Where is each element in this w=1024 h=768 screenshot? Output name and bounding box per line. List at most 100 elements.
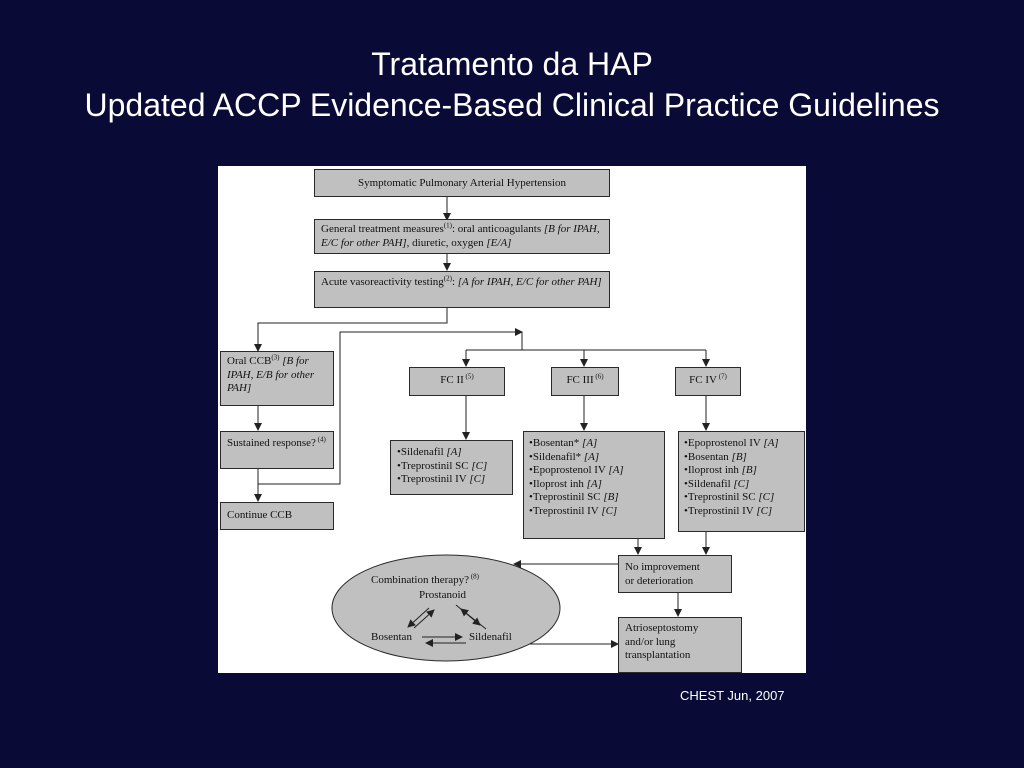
drug-grade: [B] — [741, 464, 757, 476]
drug-grade: [A] — [586, 477, 602, 490]
drug-item: •Sildenafil [A] — [397, 446, 506, 460]
arrow-sildenafil-prostanoid — [460, 608, 487, 630]
fc2-footnote: (5) — [463, 372, 474, 381]
fc2-drugs-box: •Sildenafil [A] •Treprostinil SC [C] •Tr… — [390, 440, 513, 495]
combination-footnote: (8) — [469, 572, 479, 581]
combination-ellipse — [331, 554, 561, 662]
drug-name: •Iloprost inh — [529, 477, 587, 490]
drug-item: •Sildenafil* [A] — [529, 451, 658, 465]
drug-name: •Bosentan* — [529, 437, 583, 449]
general-footnote: (1) — [443, 221, 452, 230]
source-citation: CHEST Jun, 2007 — [680, 688, 785, 703]
drug-name: •Sildenafil* — [529, 450, 584, 463]
oral-ccb-box: Oral CCB(3) [B for IPAH, E/B for other P… — [220, 351, 334, 406]
start-box: Symptomatic Pulmonary Arterial Hypertens… — [314, 169, 610, 197]
continue-ccb-label: Continue CCB — [227, 509, 293, 521]
drug-item: •Iloprost inh [A] — [529, 478, 658, 492]
acute-after: : — [451, 276, 458, 288]
drug-grade: [A] — [763, 437, 779, 449]
fc3-footnote: (6) — [593, 372, 604, 381]
drug-grade: [C] — [469, 473, 486, 485]
acute-label: Acute vasoreactivity testing — [321, 276, 444, 288]
arrow-prostanoid-bosentan — [407, 607, 430, 628]
fc3-box: FC III (6) — [551, 367, 619, 396]
general-mid: , diuretic, oxygen — [406, 236, 487, 249]
drug-grade: [A] — [582, 437, 598, 449]
arrow-acute-ccb — [254, 307, 448, 352]
no-improvement-box: No improvement or deterioration — [618, 555, 732, 593]
drug-grade: [C] — [756, 504, 773, 517]
drug-item: •Epoprostenol IV [A] — [529, 464, 658, 478]
title-line-2: Updated ACCP Evidence-Based Clinical Pra… — [84, 87, 940, 123]
sustained-footnote: (4) — [315, 435, 326, 444]
sildenafil-label: Sildenafil — [469, 631, 512, 643]
atrio-line-2: and/or lung — [625, 635, 676, 648]
acute-footnote: (2) — [443, 274, 452, 283]
oral-ccb-label: Oral CCB — [227, 355, 272, 367]
title-line-1: Tratamento da HAP — [371, 46, 653, 82]
drug-item: •Bosentan* [A] — [529, 437, 658, 451]
fc2-label: FC II — [440, 374, 464, 386]
drug-item: •Bosentan [B] — [684, 451, 798, 465]
drug-name: •Treprostinil SC — [397, 459, 472, 472]
drug-item: •Epoprostenol IV [A] — [684, 437, 798, 451]
flowchart-connectors — [254, 196, 710, 662]
atrioseptostomy-box: Atrioseptostomy and/or lung transplantat… — [618, 617, 742, 673]
fc3-label: FC III — [566, 374, 594, 386]
drug-item: •Treprostinil IV [C] — [529, 505, 658, 519]
drug-grade: [A] — [446, 446, 462, 458]
continue-ccb-box: Continue CCB — [220, 502, 334, 530]
no-improvement-line-1: No improvement — [625, 561, 700, 573]
drug-item: •Iloprost inh [B] — [684, 464, 798, 478]
atrio-line-3: transplantation — [625, 649, 691, 661]
drug-name: •Treprostinil IV — [397, 473, 470, 485]
drug-name: •Bosentan — [684, 450, 732, 463]
combination-title: Combination therapy? (8) — [371, 572, 479, 586]
drug-name: •Sildenafil — [684, 477, 734, 490]
treatment-flowchart: Symptomatic Pulmonary Arterial Hypertens… — [218, 166, 806, 673]
drug-grade: [C] — [601, 504, 618, 517]
drug-item: •Treprostinil IV [C] — [397, 473, 506, 487]
fc4-drugs-box: •Epoprostenol IV [A] •Bosentan [B] •Ilop… — [678, 431, 805, 532]
drug-grade: [A] — [583, 450, 600, 463]
drug-item: •Sildenafil [C] — [684, 478, 798, 492]
fc4-label: FC IV — [689, 374, 717, 386]
oral-ccb-footnote: (3) — [271, 353, 280, 362]
sustained-label: Sustained response? — [227, 437, 316, 449]
fc2-box: FC II (5) — [409, 367, 505, 396]
drug-name: •Treprostinil IV — [529, 504, 602, 517]
drug-name: •Sildenafil — [397, 446, 447, 458]
slide-title: Tratamento da HAP Updated ACCP Evidence-… — [0, 44, 1024, 126]
general-after: : oral anticoagulants — [451, 223, 544, 235]
atrio-line-1: Atrioseptostomy — [625, 622, 699, 634]
drug-grade: [B] — [603, 491, 619, 503]
drug-name: •Treprostinil SC — [684, 491, 759, 503]
drug-grade: [C] — [733, 477, 750, 490]
arrow-no-response-loop — [258, 328, 523, 485]
drug-name: •Treprostinil IV — [684, 504, 757, 517]
fc3-drugs-box: •Bosentan* [A] •Sildenafil* [A] •Epopros… — [523, 431, 665, 539]
fc4-footnote: (7) — [716, 372, 727, 381]
arrow-bosentan-prostanoid — [413, 609, 435, 629]
acute-testing-box: Acute vasoreactivity testing(2): [A for … — [314, 271, 610, 308]
bosentan-label: Bosentan — [371, 631, 412, 643]
combination-label: Combination therapy? — [371, 574, 470, 586]
drug-name: •Epoprostenol IV — [529, 464, 609, 476]
drug-name: •Iloprost inh — [684, 464, 742, 476]
sustained-response-box: Sustained response? (4) — [220, 431, 334, 469]
general-grade-2: [E/A] — [486, 236, 512, 249]
general-measures-box: General treatment measures(1): oral anti… — [314, 219, 610, 254]
drug-item: •Treprostinil SC [C] — [684, 491, 798, 505]
start-label: Symptomatic Pulmonary Arterial Hypertens… — [357, 177, 567, 189]
drug-grade: [C] — [471, 459, 488, 472]
drug-name: •Epoprostenol IV — [684, 437, 764, 449]
general-label: General treatment measures — [321, 223, 444, 235]
general-grade-1: [B for IPAH, E/C for other PAH] — [321, 223, 600, 249]
no-improvement-line-2: or deterioration — [625, 574, 694, 587]
drug-item: •Treprostinil SC [C] — [397, 460, 506, 474]
drug-name: •Treprostinil SC — [529, 491, 604, 503]
fc4-box: FC IV (7) — [675, 367, 741, 396]
drug-grade: [C] — [758, 491, 775, 503]
acute-grade: [A for IPAH, E/C for other PAH] — [457, 276, 602, 288]
drug-grade: [B] — [731, 450, 747, 463]
